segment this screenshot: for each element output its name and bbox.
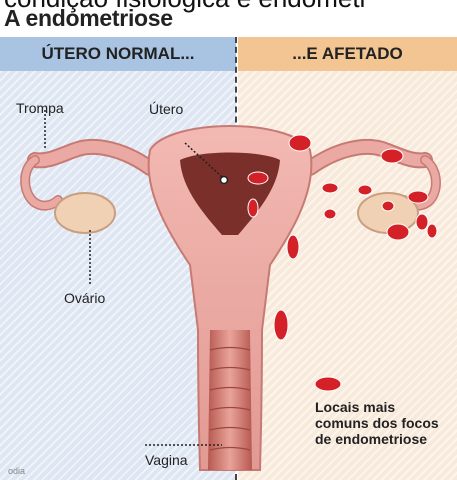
focus-spot xyxy=(382,201,394,211)
label-utero: Útero xyxy=(149,101,183,117)
label-vagina: Vagina xyxy=(145,452,188,468)
label-ovario: Ovário xyxy=(64,290,105,306)
credit-text: odia xyxy=(8,466,25,476)
focus-spot xyxy=(387,224,409,240)
label-trompa: Trompa xyxy=(16,100,64,116)
focus-spot xyxy=(287,235,299,259)
focus-spot xyxy=(274,310,288,340)
legend-marker xyxy=(315,377,341,391)
focus-spot xyxy=(248,199,258,217)
focus-spot xyxy=(248,172,268,184)
focus-spot xyxy=(358,185,372,195)
legend-text: Locais mais comuns dos focos de endometr… xyxy=(315,399,450,447)
focus-spot xyxy=(416,214,428,230)
focus-spot xyxy=(408,191,428,203)
focus-spot xyxy=(289,135,311,151)
focus-spot xyxy=(381,149,403,163)
left-ovary xyxy=(55,193,115,233)
focus-spot xyxy=(322,183,338,193)
uterus-pointer-dot xyxy=(221,177,228,184)
focus-spot xyxy=(427,224,437,238)
focus-spot xyxy=(324,209,336,219)
